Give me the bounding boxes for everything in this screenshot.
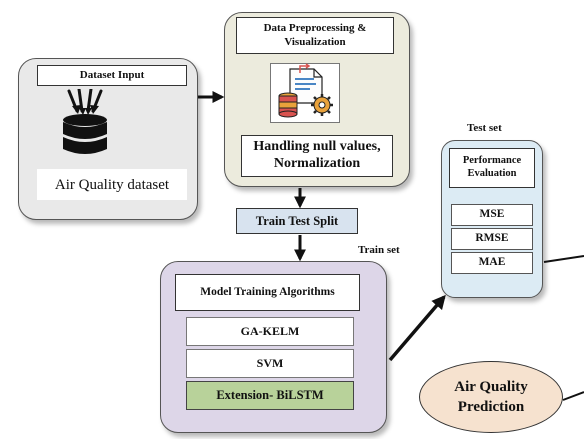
model-training-title: Model Training Algorithms	[175, 274, 360, 311]
train-test-split-box: Train Test Split	[236, 208, 358, 234]
preprocessing-steps-caption: Handling null values, Normalization	[241, 135, 393, 177]
dataset-input-panel: Dataset Input Air Quality dataset	[18, 58, 198, 220]
test-set-label: Test set	[467, 122, 502, 134]
data-processing-icon	[270, 63, 340, 123]
metric-mse: MSE	[451, 204, 533, 226]
metric-rmse: RMSE	[451, 228, 533, 250]
data-preprocessing-panel: Data Preprocessing & Visualization Handl…	[224, 12, 410, 187]
algorithm-svm: SVM	[186, 349, 354, 378]
train-set-label: Train set	[358, 244, 400, 256]
model-training-panel: Model Training Algorithms GA-KELM SVM Ex…	[160, 261, 387, 433]
line-prediction-exit	[562, 391, 584, 401]
performance-evaluation-title: Performance Evaluation	[449, 148, 535, 188]
data-preprocessing-title: Data Preprocessing & Visualization	[236, 17, 394, 54]
air-quality-prediction-label: Air Quality Prediction	[454, 378, 528, 415]
dataset-caption: Air Quality dataset	[37, 169, 187, 200]
algorithm-ga-kelm: GA-KELM	[186, 317, 354, 346]
database-icon	[63, 89, 107, 154]
dataset-input-title: Dataset Input	[37, 65, 187, 86]
line-evaluation-exit	[543, 255, 584, 263]
air-quality-prediction-node: Air Quality Prediction	[419, 361, 563, 433]
arrow-training-to-evaluation	[388, 294, 446, 362]
performance-evaluation-panel: Performance Evaluation MSE RMSE MAE	[441, 140, 543, 298]
metric-mae: MAE	[451, 252, 533, 274]
algorithm-extension-bilstm: Extension- BiLSTM	[186, 381, 354, 410]
